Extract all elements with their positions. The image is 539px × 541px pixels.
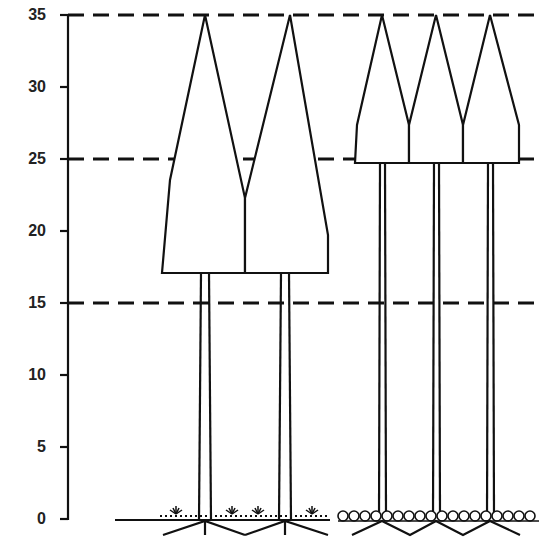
axis-tick (60, 446, 68, 448)
moss-symbol (338, 511, 348, 521)
tree-trunk (487, 163, 488, 519)
ground-line (115, 519, 330, 521)
moss-symbol (371, 511, 381, 521)
tree-roots (352, 521, 520, 535)
tree-trunk (199, 273, 201, 520)
tree-trunk (379, 163, 380, 519)
axis-tick-label: 0 (10, 510, 46, 528)
moss-symbol (459, 511, 469, 521)
moss-symbol (481, 511, 491, 521)
tree-trunk (385, 163, 386, 519)
axis-tick-label: 35 (10, 6, 46, 24)
moss-symbol (349, 511, 359, 521)
moss-symbol (492, 511, 502, 521)
moss-symbol (382, 511, 392, 521)
axis-tick (60, 518, 68, 520)
axis-tick-label: 25 (10, 150, 46, 168)
axis-tick (60, 302, 68, 304)
moss-symbol (437, 511, 447, 521)
moss-symbol (415, 511, 425, 521)
y-axis (67, 14, 69, 520)
tree-roots (245, 521, 328, 535)
tree-trunk (433, 163, 434, 519)
tree-roots (204, 521, 206, 535)
tree-crown (355, 15, 409, 163)
tree-crown (463, 15, 519, 163)
moss-symbol (404, 511, 414, 521)
herb-layer-line (160, 515, 330, 517)
moss-symbol (525, 511, 535, 521)
axis-tick-label: 20 (10, 222, 46, 240)
height-reference-line (68, 14, 539, 17)
axis-tick-label: 15 (10, 294, 46, 312)
tree-trunk (289, 273, 291, 520)
herb-symbol (258, 510, 264, 514)
axis-tick-label: 5 (10, 438, 46, 456)
moss-symbol (470, 511, 480, 521)
axis-tick (60, 14, 68, 16)
ground-line (338, 520, 539, 522)
moss-symbol (360, 511, 370, 521)
moss-symbol (393, 511, 403, 521)
tree-roots (163, 521, 245, 535)
moss-symbol (448, 511, 458, 521)
axis-tick-label: 10 (10, 366, 46, 384)
herb-symbol (232, 510, 238, 514)
axis-tick (60, 374, 68, 376)
tree-crown (409, 15, 463, 163)
tree-roots (284, 521, 286, 535)
axis-tick (60, 230, 68, 232)
tree-trunk (439, 163, 440, 519)
axis-tick (60, 158, 68, 160)
tree-crown (245, 15, 328, 273)
herb-symbol (176, 510, 182, 514)
tree-crown (162, 15, 245, 273)
axis-tick (60, 86, 68, 88)
tree-trunk (279, 273, 281, 520)
axis-tick-label: 30 (10, 78, 46, 96)
moss-symbol (503, 511, 513, 521)
tree-trunk (493, 163, 494, 519)
height-reference-line (68, 302, 539, 305)
herb-symbol (312, 510, 318, 514)
moss-symbol (426, 511, 436, 521)
moss-symbol (514, 511, 524, 521)
tree-trunk (209, 273, 211, 520)
